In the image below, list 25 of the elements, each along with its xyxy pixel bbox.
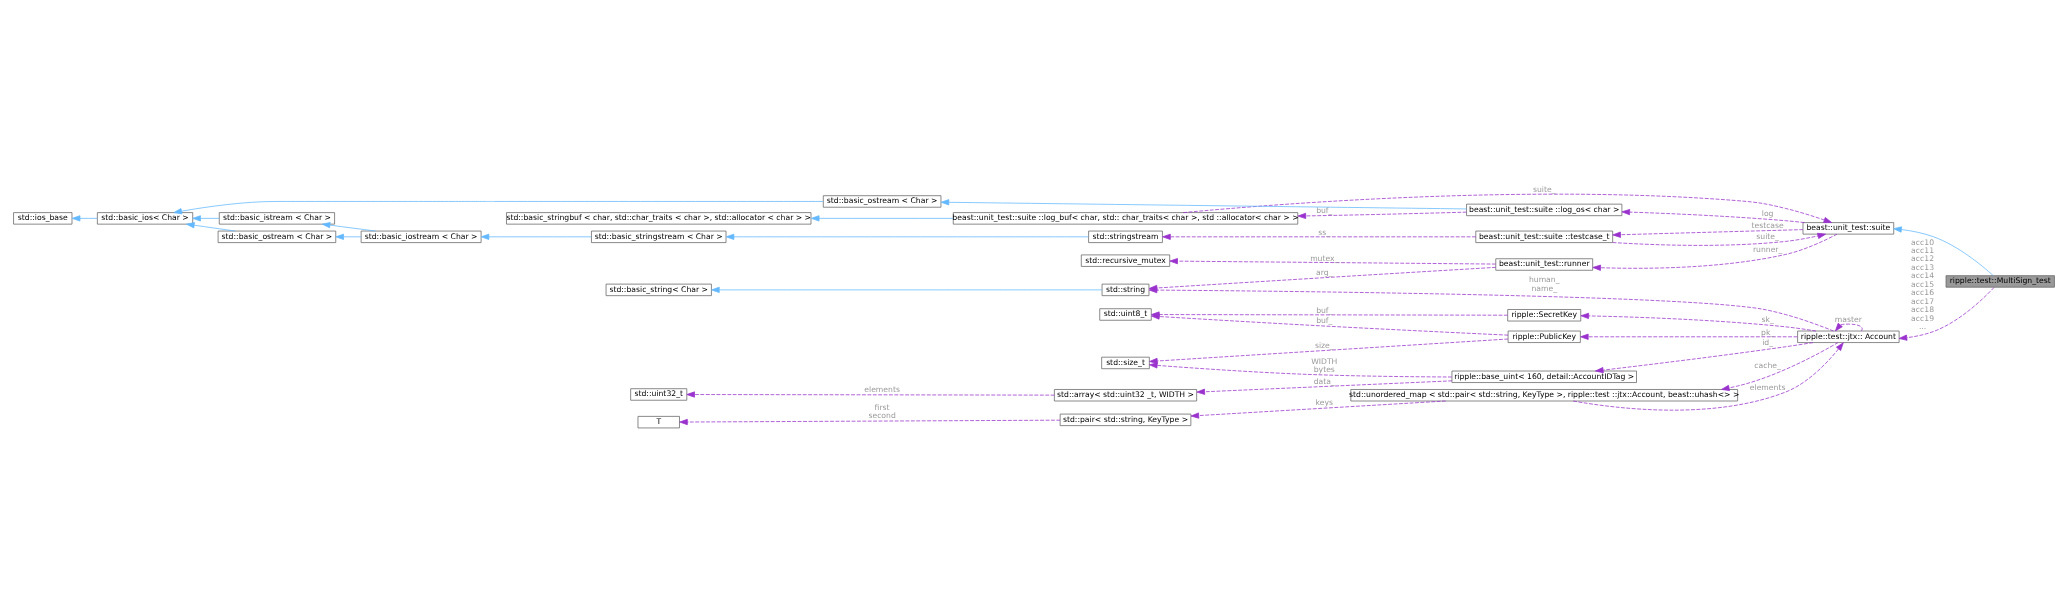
- edge-label: keys: [1315, 397, 1334, 407]
- edge-label: data_: [1313, 376, 1335, 386]
- edge-label: elements: [1749, 382, 1786, 392]
- edge-label: cache_: [1754, 360, 1781, 370]
- edge-label: acc10 acc11 acc12 acc13 acc14 acc15 acc16 acc17 acc18 acc19 ...: [1911, 237, 1935, 331]
- edge-label: buf_: [1316, 205, 1333, 215]
- edge-label: sk_: [1761, 314, 1774, 324]
- edge-label: pk_: [1761, 326, 1775, 336]
- edge-label: runner_: [1752, 244, 1783, 254]
- edge-label: log: [1761, 208, 1774, 218]
- edge-label: first second: [868, 402, 896, 420]
- edge-label: mutex_: [1310, 253, 1339, 263]
- edge-label: arg_: [1316, 267, 1333, 277]
- edge-label: ss_: [1318, 227, 1331, 237]
- edge-label: id_: [1762, 336, 1774, 346]
- edge-label: suite_: [1756, 231, 1779, 241]
- edge-label: suite_: [1532, 184, 1556, 194]
- edge-label: buf_: [1316, 315, 1333, 325]
- edge-label: master: [1834, 314, 1862, 324]
- edge-label: WIDTH bytes: [1311, 356, 1338, 374]
- edge-label: testcase: [1751, 220, 1784, 230]
- edge-label: buf_: [1316, 305, 1333, 315]
- edge-label: size_: [1314, 340, 1334, 350]
- edge-label: human_ name_: [1528, 274, 1560, 293]
- edge-label: elements: [864, 384, 900, 394]
